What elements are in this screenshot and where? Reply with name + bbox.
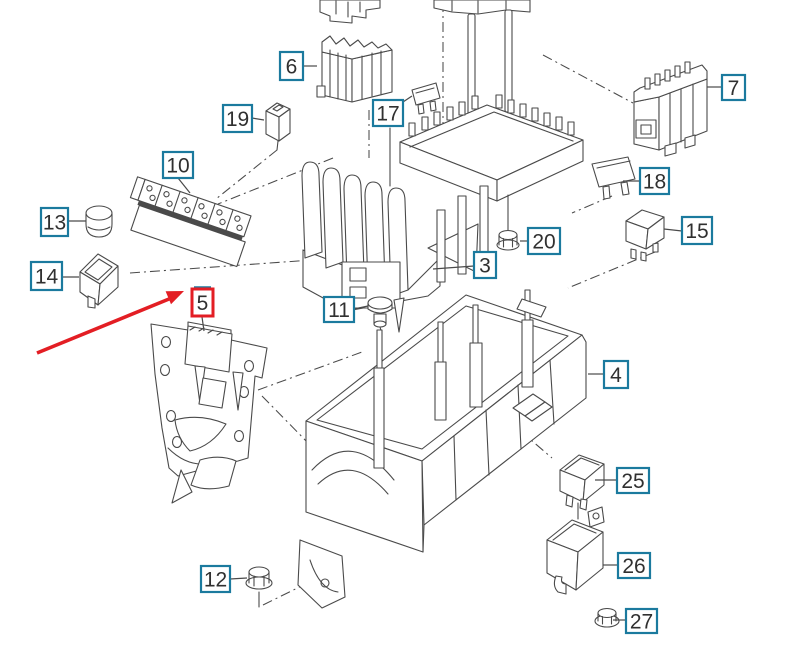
callout-19[interactable]: 19 — [221, 103, 254, 134]
callout-12-number: 12 — [204, 569, 227, 592]
callout-10-number: 10 — [166, 155, 189, 178]
callout-13[interactable]: 13 — [39, 206, 70, 238]
pointer-arrow — [36, 291, 184, 355]
callout-14[interactable]: 14 — [29, 260, 64, 292]
callout-15[interactable]: 15 — [680, 215, 714, 246]
callout-4[interactable]: 4 — [602, 359, 630, 390]
callout-19-number: 19 — [226, 108, 249, 131]
part-12-nut — [245, 566, 273, 608]
callout-27[interactable]: 27 — [624, 607, 659, 635]
callout-6[interactable]: 6 — [278, 50, 305, 82]
callout-6-number: 6 — [286, 56, 298, 79]
leader-lines — [62, 65, 722, 621]
part-15-relay — [625, 209, 665, 262]
callout-7-number: 7 — [728, 77, 740, 100]
part-20-nut — [496, 194, 520, 251]
part-25-relay — [559, 454, 605, 520]
callout-11-number: 11 — [328, 299, 350, 322]
part-26-relay — [546, 506, 605, 595]
part-17-fuse — [411, 82, 441, 115]
callout-18-number: 18 — [643, 171, 666, 194]
part-19-fuse — [265, 102, 291, 151]
part-6-fuse-housing — [316, 35, 393, 103]
callout-17[interactable]: 17 — [371, 98, 405, 128]
callout-3[interactable]: 3 — [472, 250, 498, 280]
part-3-relay-carrier — [301, 94, 584, 333]
part-fragment-top-center — [433, 0, 531, 15]
callout-12[interactable]: 12 — [199, 564, 232, 594]
callout-17-number: 17 — [376, 103, 399, 126]
part-13-cap — [85, 205, 113, 238]
callout-20-number: 20 — [532, 231, 555, 254]
callout-26[interactable]: 26 — [616, 551, 652, 580]
callout-27-number: 27 — [630, 611, 653, 634]
callout-25-number: 25 — [621, 470, 644, 493]
part-27-nut — [594, 607, 620, 628]
part-5-bracket — [150, 321, 268, 504]
callout-20[interactable]: 20 — [526, 226, 562, 256]
callout-15-number: 15 — [685, 220, 708, 243]
callout-5-highlighted[interactable]: 5 — [190, 286, 215, 318]
part-18-fuse — [591, 156, 636, 200]
part-fragment-top-left — [319, 0, 381, 24]
callout-13-number: 13 — [43, 212, 66, 235]
callout-4-number: 4 — [610, 364, 622, 387]
callout-14-number: 14 — [35, 266, 59, 289]
part-7-connector-housing — [633, 61, 708, 157]
part-11-grommet — [367, 296, 393, 335]
part-4-housing-tray — [297, 289, 587, 609]
callout-11[interactable]: 11 — [322, 295, 356, 324]
part-10-fuse-strip — [129, 176, 252, 268]
callout-10[interactable]: 10 — [161, 150, 195, 180]
callout-3-number: 3 — [479, 255, 491, 278]
callout-5-number: 5 — [197, 292, 209, 315]
part-14-relay — [79, 253, 119, 309]
callout-7[interactable]: 7 — [720, 73, 747, 102]
callout-18[interactable]: 18 — [638, 166, 671, 196]
callout-26-number: 26 — [622, 555, 645, 578]
callout-25[interactable]: 25 — [615, 466, 651, 495]
